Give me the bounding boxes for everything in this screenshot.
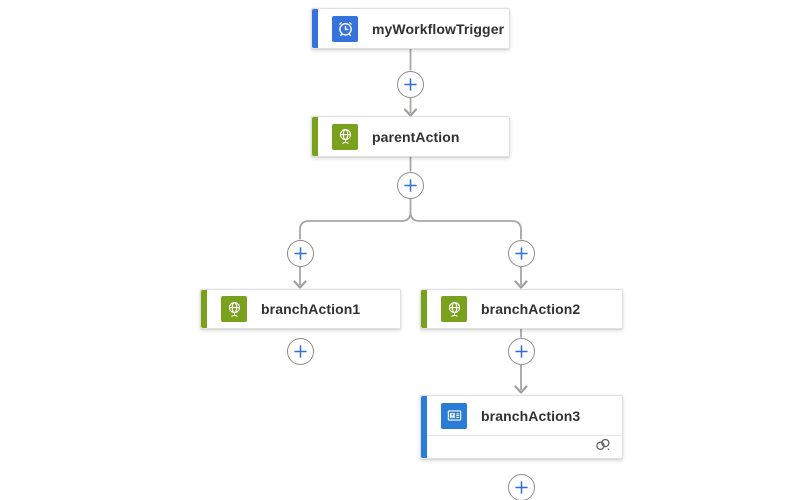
connection-icon[interactable]	[594, 437, 612, 457]
globe-icon	[221, 296, 247, 322]
node-accent-bar	[312, 9, 318, 48]
node-branch-action-3[interactable]: branchAction3	[420, 395, 623, 459]
node-title: myWorkflowTrigger	[372, 20, 505, 37]
node-branch-action-1[interactable]: branchAction1	[200, 289, 401, 329]
node-footer	[427, 435, 622, 458]
node-title: branchAction2	[481, 301, 581, 317]
add-step-button[interactable]	[507, 337, 535, 365]
node-title: branchAction1	[261, 301, 361, 317]
node-accent-bar	[421, 290, 427, 328]
node-title: parentAction	[372, 128, 460, 145]
globe-icon	[441, 296, 467, 322]
add-step-button[interactable]	[397, 171, 424, 199]
outlook-icon	[441, 402, 467, 429]
node-title: branchAction3	[481, 407, 581, 424]
node-branch-action-2[interactable]: branchAction2	[420, 289, 623, 329]
add-step-button[interactable]	[286, 239, 314, 267]
add-step-button[interactable]	[507, 473, 535, 500]
node-my-workflow-trigger[interactable]: myWorkflowTrigger	[311, 8, 510, 49]
node-accent-bar	[421, 396, 427, 458]
node-accent-bar	[201, 290, 207, 328]
add-step-button[interactable]	[507, 239, 535, 267]
alarm-clock-icon	[332, 15, 358, 42]
globe-icon	[332, 123, 358, 150]
node-accent-bar	[312, 117, 318, 156]
add-step-button[interactable]	[397, 70, 424, 98]
node-parent-action[interactable]: parentAction	[311, 116, 510, 157]
add-step-button[interactable]	[286, 337, 314, 365]
